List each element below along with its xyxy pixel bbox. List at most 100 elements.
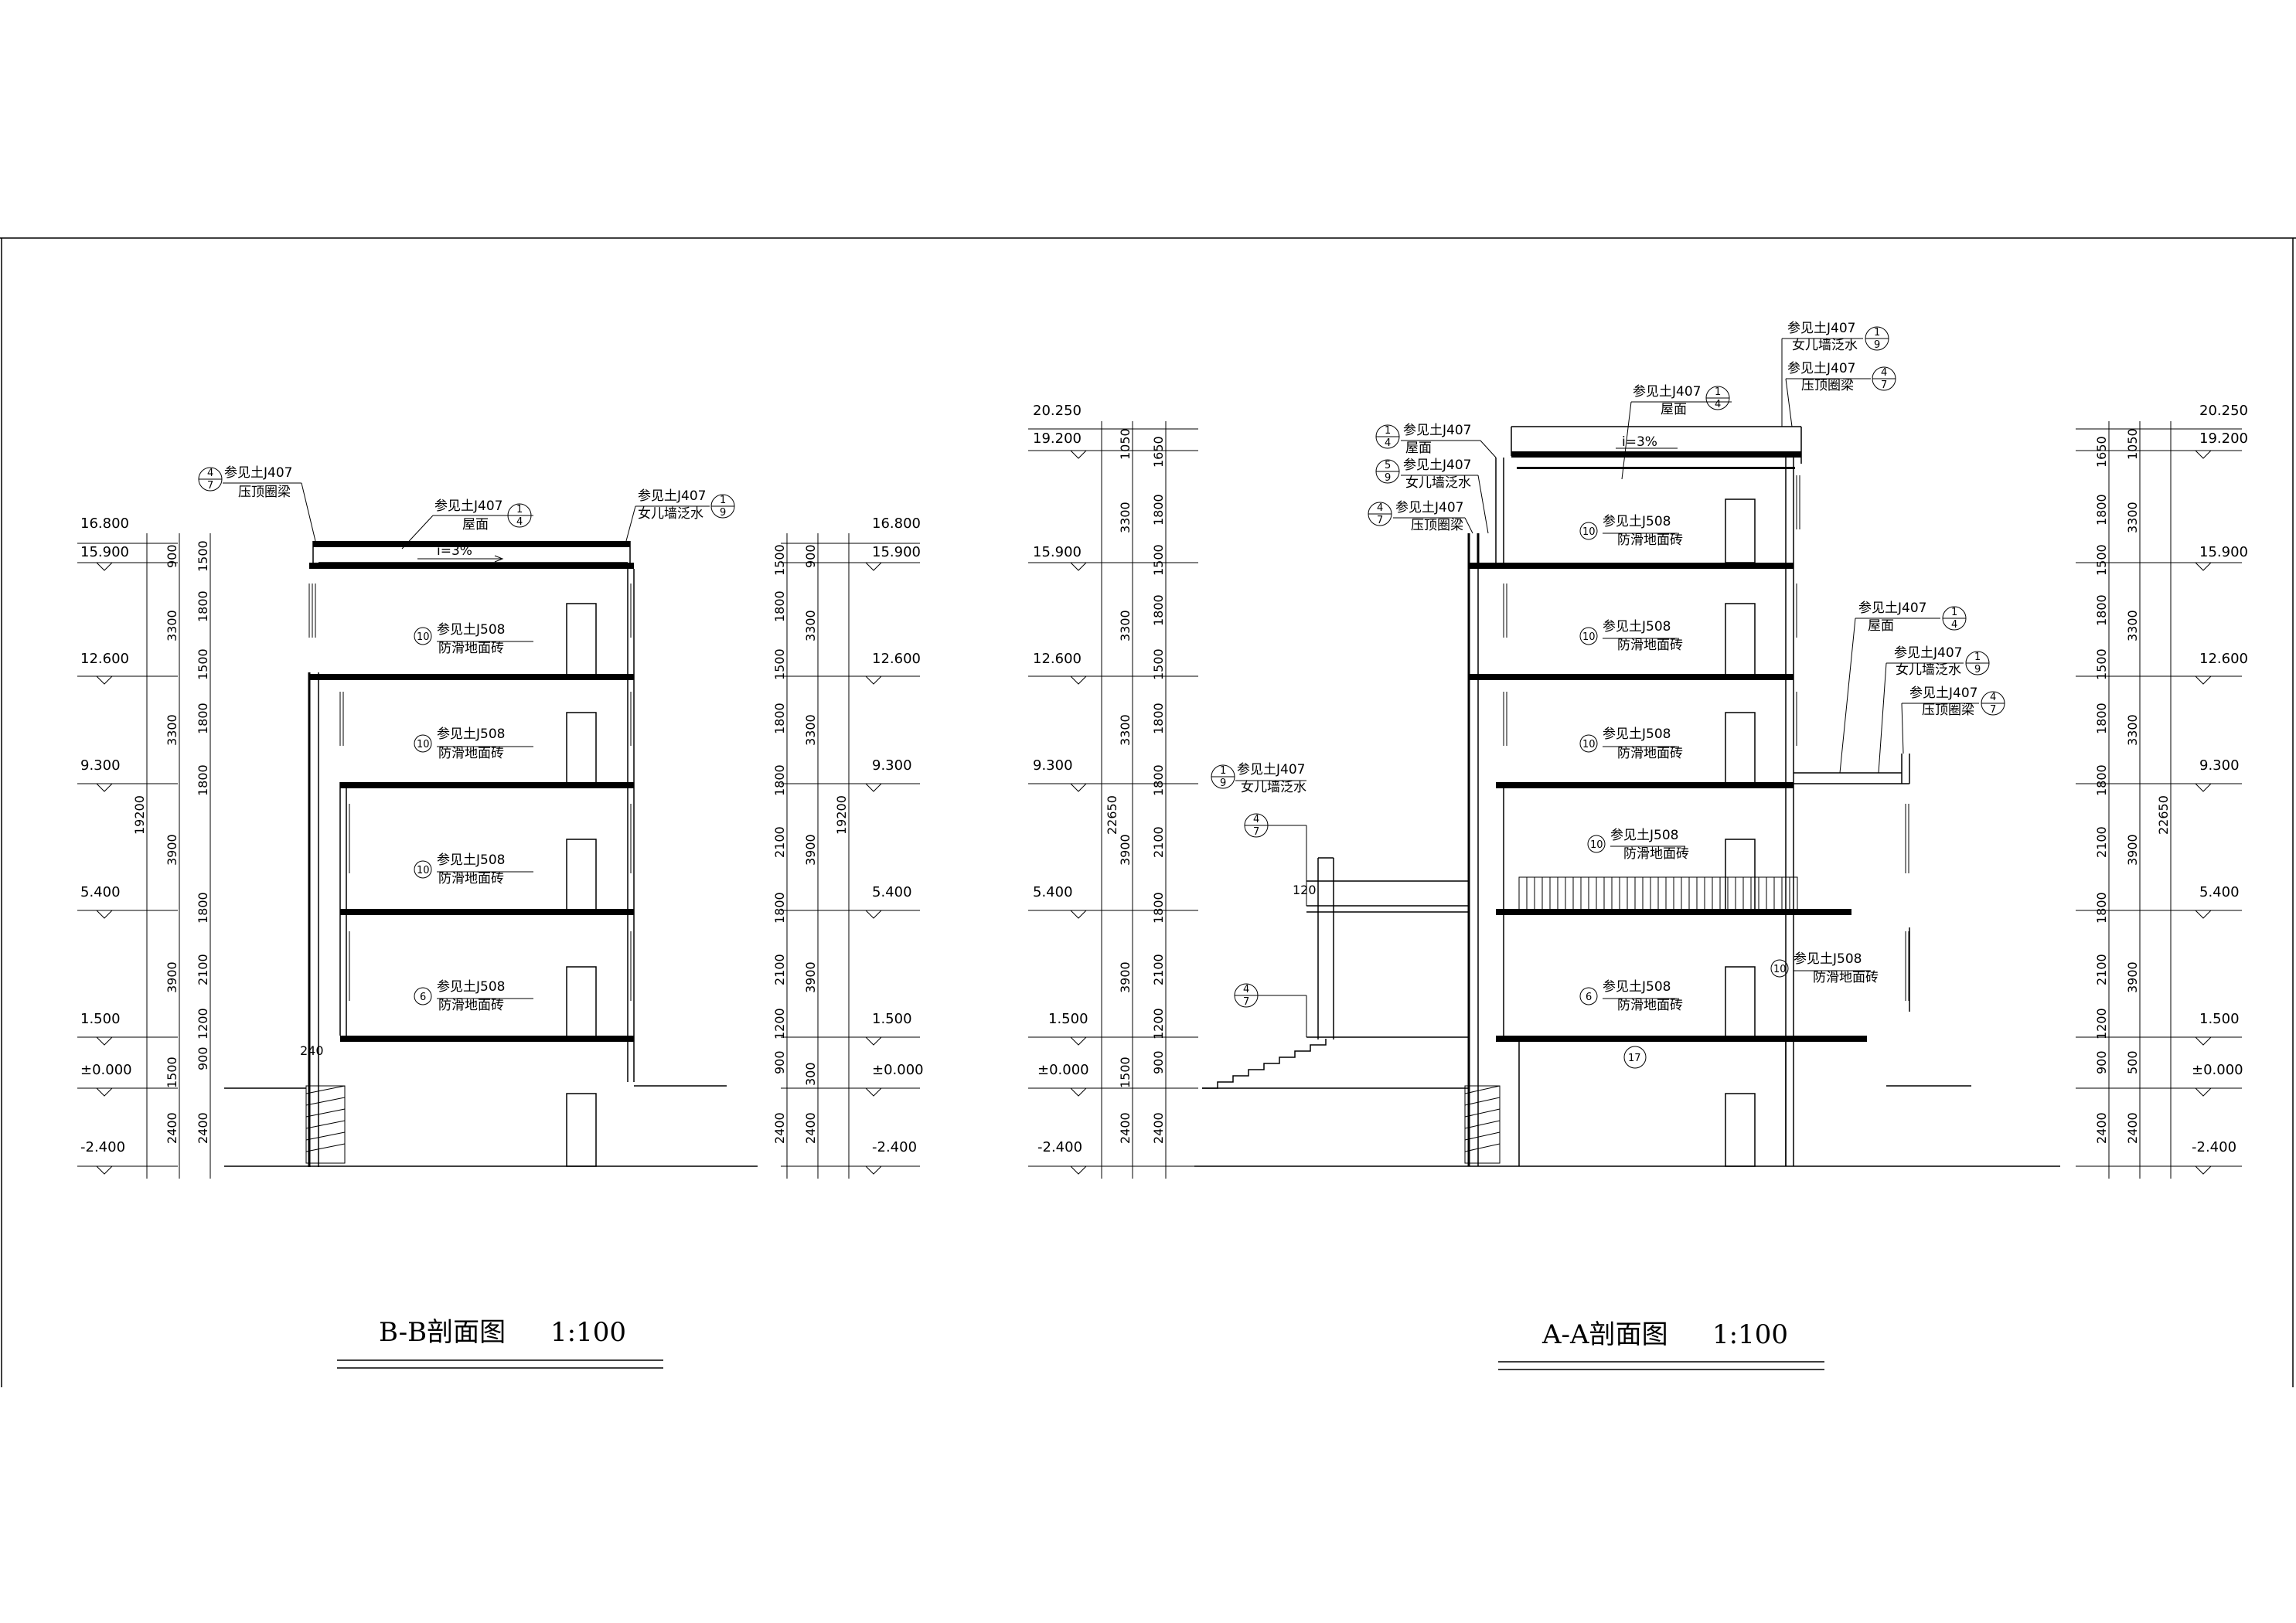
dim-label: 1650 xyxy=(2094,436,2109,468)
callout-ref: 参见土J508 xyxy=(1603,979,1671,995)
callout-number: 4 xyxy=(1253,814,1259,825)
callout-number: 4 xyxy=(1990,692,1996,703)
dim-label: 1500 xyxy=(772,544,787,576)
dim-label: 1800 xyxy=(2094,703,2109,734)
callout-desc: 女儿墙泛水 xyxy=(1792,338,1858,353)
level-label: 20.250 xyxy=(1033,403,1082,419)
callout-number: 17 xyxy=(1628,1053,1641,1064)
dim-label: 2400 xyxy=(2125,1112,2140,1144)
callout-desc: 防滑地面砖 xyxy=(1617,746,1683,761)
callout-number: 4 xyxy=(207,468,213,479)
bb-left-levels: 16.800 15.900 12.600 9.300 5.400 1.500 ±… xyxy=(77,515,178,1175)
callout-number: 1 xyxy=(1715,386,1721,398)
callout-desc: 女儿墙泛水 xyxy=(1405,475,1471,491)
dim-label: 1800 xyxy=(1151,764,1166,796)
dim-label: 3900 xyxy=(165,834,179,866)
coping-callout: 4 7 参见土J407 压顶圈梁 xyxy=(198,465,316,542)
dim-label: 3900 xyxy=(2125,961,2140,993)
dim-label: 2400 xyxy=(1151,1112,1166,1144)
dim-label: 1500 xyxy=(196,648,210,680)
roof-callout-left: 1 4 参见土J407 屋面 xyxy=(1375,423,1497,458)
level-label: 15.900 xyxy=(1033,544,1082,560)
dim-label: 3300 xyxy=(803,610,818,641)
callout-ref: 参见土J407 xyxy=(1395,500,1463,515)
dim-label: 1200 xyxy=(772,1008,787,1039)
callout-desc: 防滑地面砖 xyxy=(438,998,504,1013)
dim-label: 1500 xyxy=(165,1056,179,1088)
section-bb: 16.800 15.900 12.600 9.300 5.400 1.500 ±… xyxy=(77,465,924,1369)
level-label: 15.900 xyxy=(872,544,921,560)
floor-finish-callout: 10 参见土J508 防滑地面砖 xyxy=(1587,828,1689,862)
canopy-callout: 1 9 参见土J407 女儿墙泛水 4 7 4 7 xyxy=(1211,762,1307,1037)
callout-number: 10 xyxy=(1582,631,1596,643)
section-title: A-A剖面图 xyxy=(1541,1319,1668,1350)
level-label: 16.800 xyxy=(80,515,129,532)
callout-number: 1 xyxy=(1385,425,1391,437)
dim-label: 3300 xyxy=(2125,502,2140,533)
floor-finish-callout: 10 参见土J508 防滑地面砖 xyxy=(1770,951,1879,985)
level-label: -2.400 xyxy=(2192,1139,2236,1155)
level-label: -2.400 xyxy=(80,1139,125,1155)
callout-number: 10 xyxy=(1773,964,1787,975)
level-label: -2.400 xyxy=(1037,1139,1082,1155)
dim-label: 2100 xyxy=(772,826,787,858)
callout-ref: 参见土J407 xyxy=(1909,686,1977,701)
callout-desc: 防滑地面砖 xyxy=(438,871,504,886)
dim-label: 1800 xyxy=(2094,892,2109,924)
callout-ref: 参见土J508 xyxy=(437,852,505,868)
callout-desc: 压顶圈梁 xyxy=(238,485,291,500)
dim-label: 1800 xyxy=(2094,594,2109,626)
dim-label: 1500 xyxy=(2094,648,2109,680)
callout-ref: 参见土J407 xyxy=(1858,601,1926,616)
level-label: ±0.000 xyxy=(2192,1062,2243,1078)
callout-number: 9 xyxy=(1385,472,1391,484)
callout-number: 5 xyxy=(1385,460,1391,471)
dim-label: 22650 xyxy=(1105,795,1119,835)
callout-ref: 参见土J407 xyxy=(434,498,502,514)
callout-ref: 参见土J508 xyxy=(437,726,505,742)
callout-desc: 防滑地面砖 xyxy=(1813,970,1879,985)
dim-label: 3300 xyxy=(165,714,179,746)
dim-label: 3900 xyxy=(165,961,179,993)
level-label: 12.600 xyxy=(1033,651,1082,667)
callout-number: 1 xyxy=(1951,607,1957,618)
dim-label: 1800 xyxy=(196,590,210,622)
dim-label: 1800 xyxy=(1151,594,1166,626)
aa-callouts: 10 参见土J508 防滑地面砖 10 参见土J508 防滑地面砖 10 参见土… xyxy=(1211,321,2005,1037)
dim-label: 3900 xyxy=(1118,961,1133,993)
callout-number: 7 xyxy=(1881,379,1887,391)
floor-finish-callout: 10 参见土J508 防滑地面砖 xyxy=(414,726,533,761)
dim-label: 1500 xyxy=(1151,648,1166,680)
callout-number: 9 xyxy=(720,507,726,519)
dim-label: 500 xyxy=(2125,1050,2140,1074)
dim-label: 2100 xyxy=(772,954,787,985)
floor-finish-callout: 10 参见土J508 防滑地面砖 xyxy=(1579,619,1683,653)
level-label: 5.400 xyxy=(2199,884,2240,900)
callout-desc: 压顶圈梁 xyxy=(1922,703,1974,718)
dim-label: 3900 xyxy=(803,834,818,866)
dim-label: 1800 xyxy=(1151,494,1166,526)
callout-ref: 参见土J407 xyxy=(1403,423,1471,438)
dim-label: 2400 xyxy=(772,1112,787,1144)
dim-label: 1500 xyxy=(1151,544,1166,576)
dim-label: 2400 xyxy=(196,1112,210,1144)
callout-number: 1 xyxy=(1874,327,1880,339)
dim-label: 1500 xyxy=(1118,1056,1133,1088)
dim-label: 2100 xyxy=(1151,826,1166,858)
bb-left-dimensions: 19200 900 3300 3300 3900 3900 1500 2400 … xyxy=(132,533,211,1179)
floor-finish-callout: 6 参见土J508 防滑地面砖 xyxy=(414,979,533,1013)
callout-desc: 压顶圈梁 xyxy=(1801,378,1854,393)
level-label: 12.600 xyxy=(80,651,129,667)
callout-number: 10 xyxy=(1590,839,1603,851)
dim-label: 3300 xyxy=(2125,714,2140,746)
roof-callout: 参见土J407 屋面 1 4 xyxy=(1621,384,1732,480)
callout-desc: 压顶圈梁 xyxy=(1411,518,1463,533)
callout-number: 7 xyxy=(1990,704,1996,716)
level-label: 5.400 xyxy=(1033,884,1073,900)
bb-callouts: 10 参见土J508 防滑地面砖 10 参见土J508 防滑地面砖 10 参见土… xyxy=(198,465,735,1013)
dim-label: 1800 xyxy=(2094,764,2109,796)
section-title: B-B剖面图 xyxy=(379,1317,506,1348)
dim-label: 1200 xyxy=(196,1008,210,1039)
level-label: 12.600 xyxy=(2199,651,2248,667)
callout-desc: 防滑地面砖 xyxy=(1623,846,1689,862)
